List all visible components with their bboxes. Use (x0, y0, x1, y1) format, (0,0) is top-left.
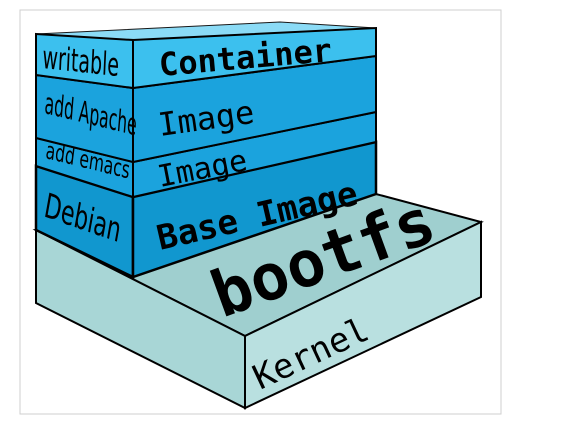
writable-side-label: writable (42, 40, 120, 85)
container-front-face (132, 26, 377, 90)
kernel-front-face (244, 220, 482, 410)
kernel-layer: Kernel (32, 192, 484, 410)
